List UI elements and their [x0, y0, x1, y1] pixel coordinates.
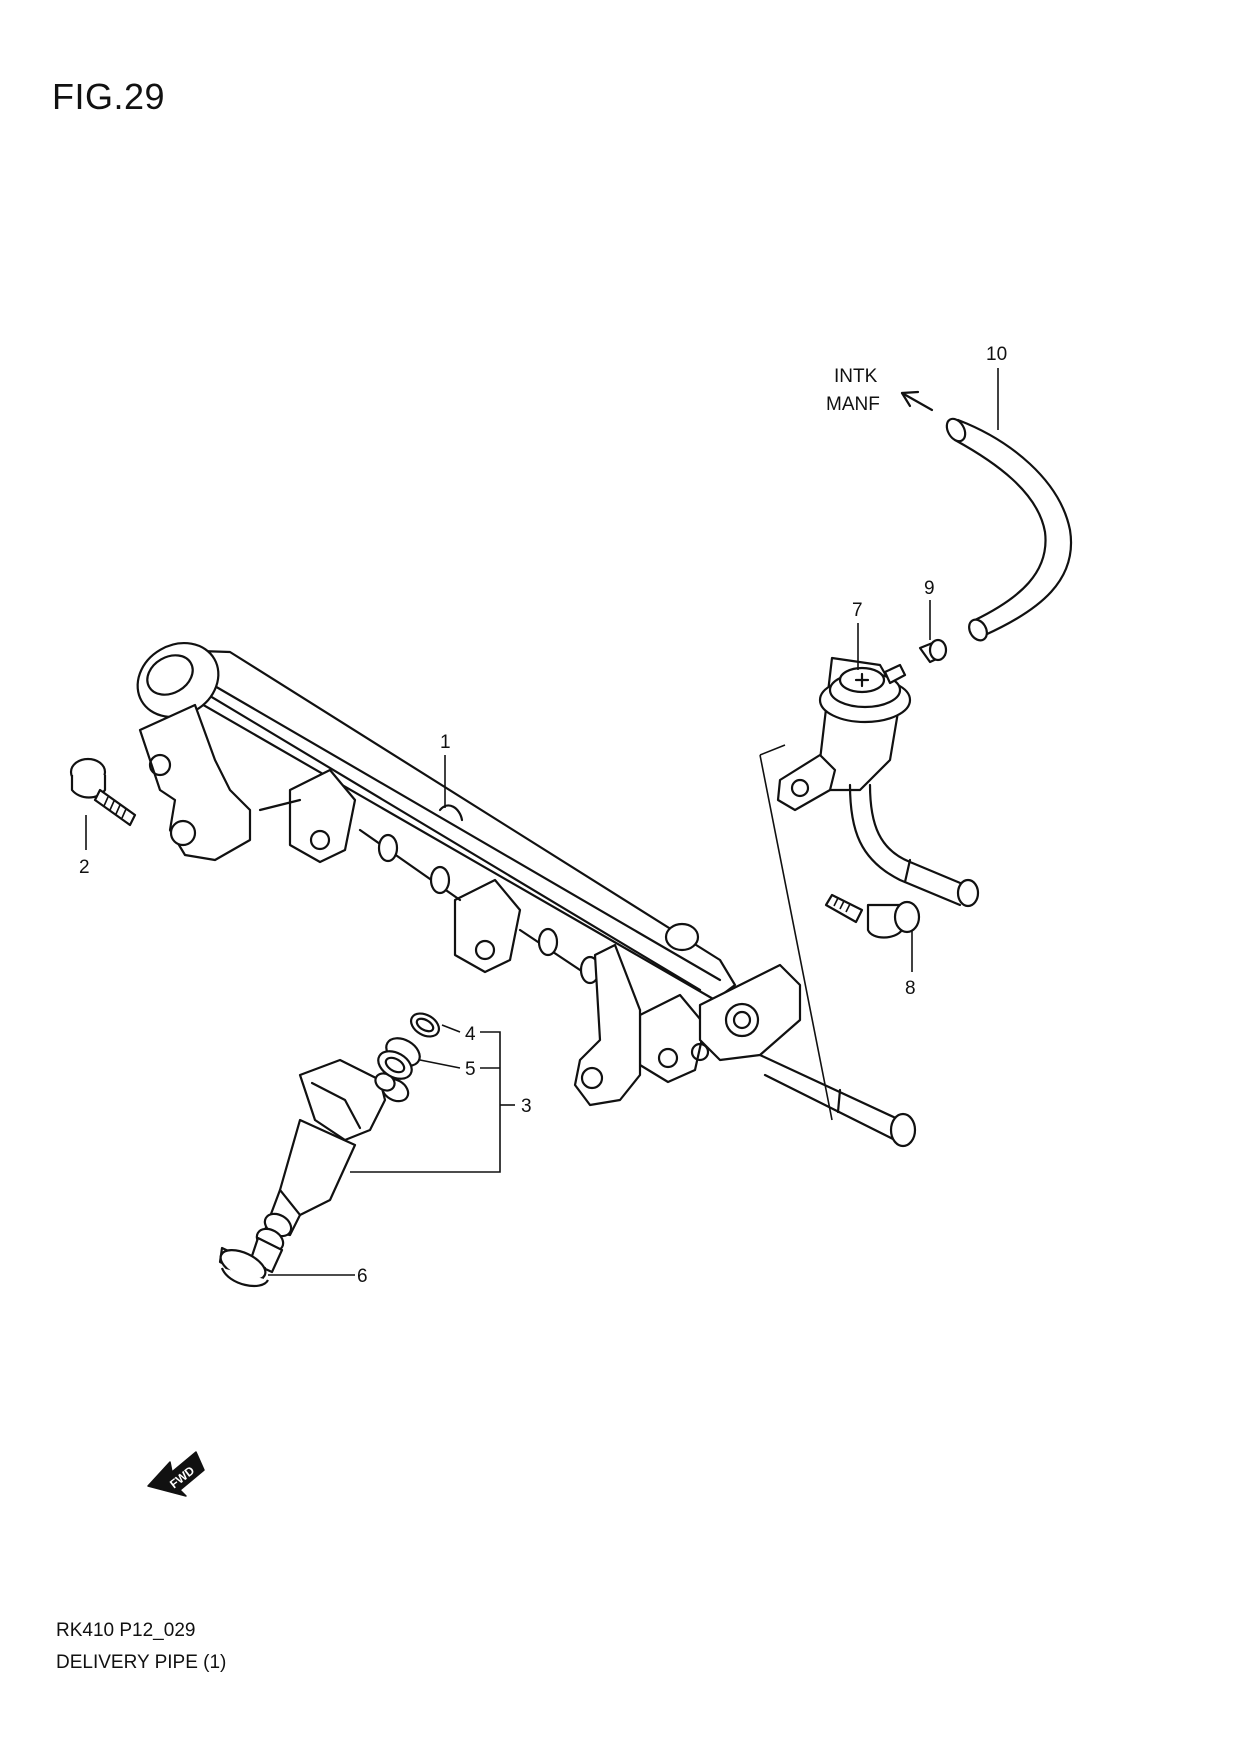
- diagram-code: RK410 P12_029: [56, 1620, 196, 1641]
- intake-manifold-label-line2: MANF: [826, 394, 880, 415]
- bolt-part-2: [69, 757, 137, 827]
- bolt-part-8: [824, 893, 921, 939]
- callout-numbers: 1 2 3 4 5 6 7 8 9 10: [79, 344, 1007, 1287]
- o-ring-part-5: [377, 1037, 421, 1080]
- callout-2: 2: [79, 857, 90, 878]
- fwd-arrow-icon: FWD: [147, 1451, 205, 1497]
- leader-lines: [85, 368, 999, 1276]
- callout-6: 6: [357, 1266, 368, 1287]
- callout-1: 1: [440, 732, 451, 753]
- fitting-part-9: [918, 638, 948, 664]
- callout-7: 7: [852, 600, 863, 621]
- callout-10: 10: [986, 344, 1007, 365]
- diagram-name: DELIVERY PIPE (1): [56, 1652, 227, 1673]
- intake-direction-arrow: [900, 390, 934, 412]
- vacuum-hose: [945, 417, 1073, 642]
- pressure-regulator: [776, 656, 980, 908]
- callout-5: 5: [465, 1059, 476, 1080]
- callout-4: 4: [465, 1024, 476, 1045]
- o-ring-part-4: [409, 1012, 441, 1038]
- callout-9: 9: [924, 578, 935, 599]
- callout-8: 8: [905, 978, 916, 999]
- cushion-part-6: [218, 1246, 269, 1288]
- figure-title: FIG.29: [52, 76, 166, 117]
- callout-3: 3: [521, 1096, 532, 1117]
- delivery-pipe: [136, 642, 917, 1148]
- fuel-injector: [248, 1058, 410, 1274]
- intake-manifold-label-line1: INTK: [834, 366, 878, 387]
- assembly-bracket-lines: [759, 744, 833, 1121]
